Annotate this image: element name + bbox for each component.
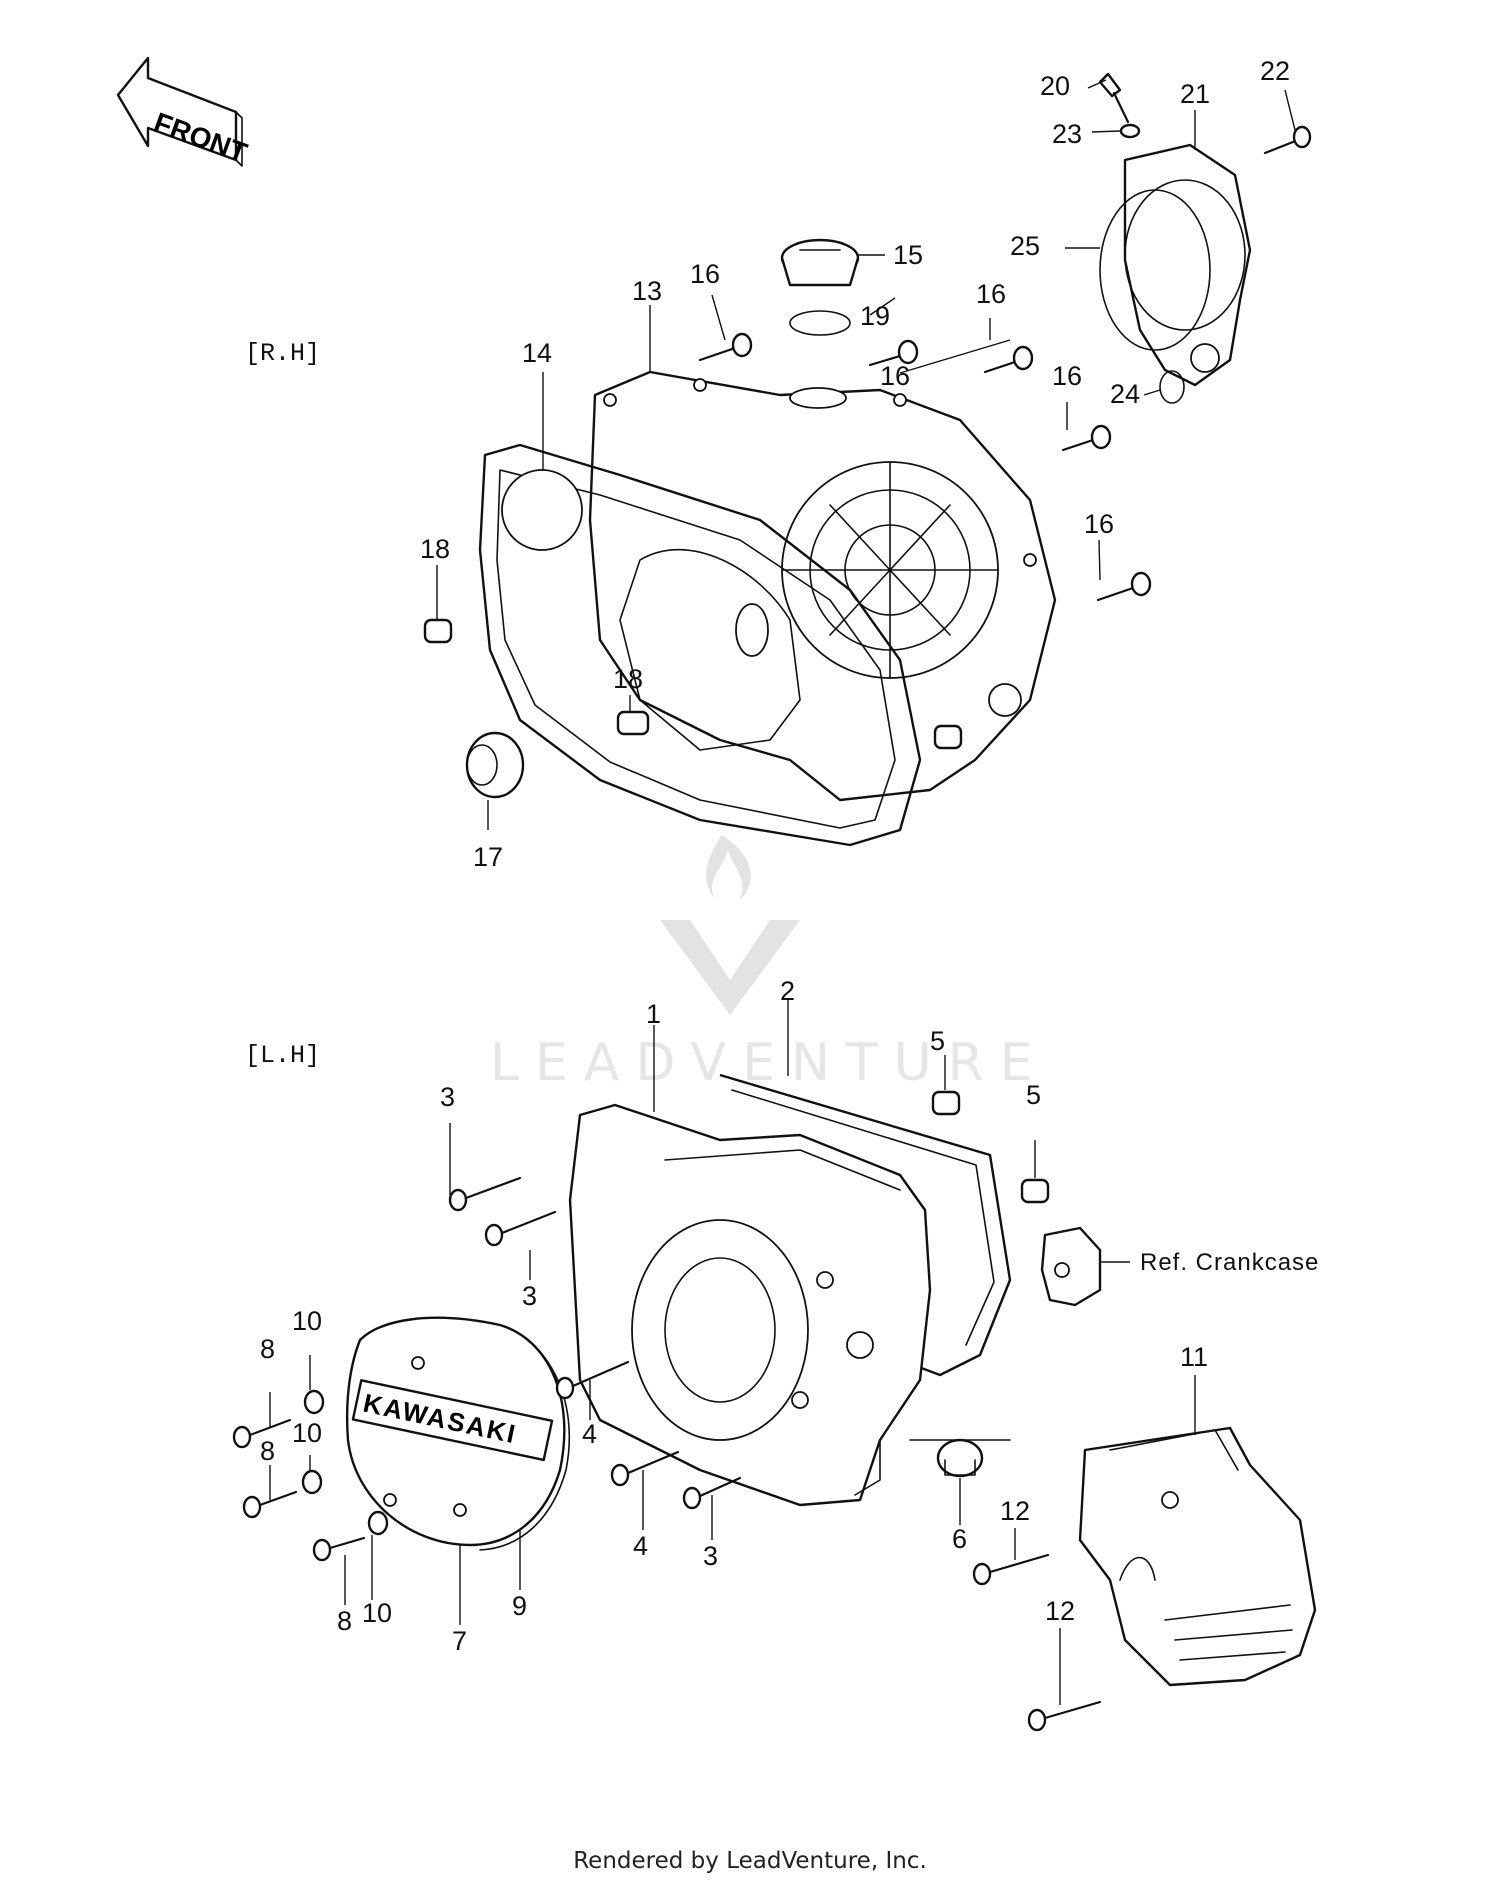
callout-9: 9 [512,1591,527,1621]
callout-16c: 16 [976,279,1006,309]
reference-label: Ref. Crankcase [1140,1249,1319,1276]
callout-10a: 10 [292,1306,322,1336]
callout-22: 22 [1260,56,1290,86]
callout-16b: 16 [880,361,910,391]
callout-24: 24 [1110,379,1140,409]
callout-18b: 18 [613,664,643,694]
callout-8a: 8 [260,1334,275,1364]
crankcase-reference-part [1040,1226,1102,1307]
oil-seal-part-24 [1159,370,1185,404]
callout-5b: 5 [1026,1080,1041,1110]
footer-credit: Rendered by LeadVenture, Inc. [573,1848,927,1874]
callout-17: 17 [473,842,503,872]
callout-6: 6 [952,1524,967,1554]
front-arrow-icon: FRONT [116,56,251,169]
section-label-rh: [R.H] [245,339,320,368]
dowel-pin-part-5 [931,1090,1050,1204]
callout-23: 23 [1052,119,1082,149]
callout-3b: 3 [522,1281,537,1311]
left-cover-part-1 [568,1103,1011,1507]
o-ring-part-19 [789,310,851,336]
rh-leader-lines [436,79,1296,830]
callout-10b: 10 [292,1418,322,1448]
bolt-part-22 [1263,125,1312,155]
oil-seal-part-17 [465,731,525,799]
callout-18a: 18 [420,534,450,564]
bolt-group-12 [972,1553,1102,1732]
callout-3a: 3 [440,1082,455,1112]
callout-16d: 16 [1052,361,1082,391]
cap-part-21 [1123,143,1252,387]
clutch-cover-part-13 [588,370,1057,802]
callout-14: 14 [522,338,552,368]
gasket-part-14 [478,443,922,847]
callout-2: 2 [780,976,795,1006]
callout-5a: 5 [930,1026,945,1056]
leadventure-watermark: LEADVENTURE [490,835,1049,1093]
dowel-pin-part-18 [423,618,963,750]
callout-16e: 16 [1084,509,1114,539]
chain-cover-part-11 [1078,1426,1317,1687]
callout-12b: 12 [1045,1596,1075,1626]
callout-3c: 3 [703,1541,718,1571]
gasket-part-2 [719,1073,1012,1377]
callout-11: 11 [1180,1342,1208,1372]
callout-4b: 4 [633,1531,648,1561]
callout-13: 13 [632,276,662,306]
callout-16a: 16 [690,259,720,289]
callout-8b: 8 [260,1436,275,1466]
callout-25: 25 [1010,231,1040,261]
section-label-lh: [L.H] [245,1041,320,1070]
callout-20: 20 [1040,71,1070,101]
generator-cover-part-7: KAWASAKI [345,1316,571,1551]
callout-15: 15 [893,240,923,270]
plug-part-6 [936,1438,984,1478]
callout-19: 19 [860,301,890,331]
callout-4a: 4 [582,1419,597,1449]
bolt-group-8 [232,1418,366,1562]
callout-8c: 8 [337,1606,352,1636]
oil-filler-cap-part-15 [780,238,860,287]
callout-10c: 10 [362,1598,392,1628]
bolt-group-3 [448,1176,742,1510]
callout-12a: 12 [1000,1496,1030,1526]
washer-part-23 [1119,123,1141,139]
lh-leader-lines [269,1000,1196,1705]
callout-21: 21 [1180,79,1210,109]
callout-1: 1 [646,999,661,1029]
bolt-part-20 [1098,72,1130,124]
o-ring-part-25 [1099,189,1211,351]
bolt-group-4 [555,1360,680,1487]
watermark-text: LEADVENTURE [490,1033,1049,1093]
washer-group-10 [301,1389,389,1536]
bolt-group-16 [698,332,1152,602]
callout-7: 7 [452,1626,467,1656]
